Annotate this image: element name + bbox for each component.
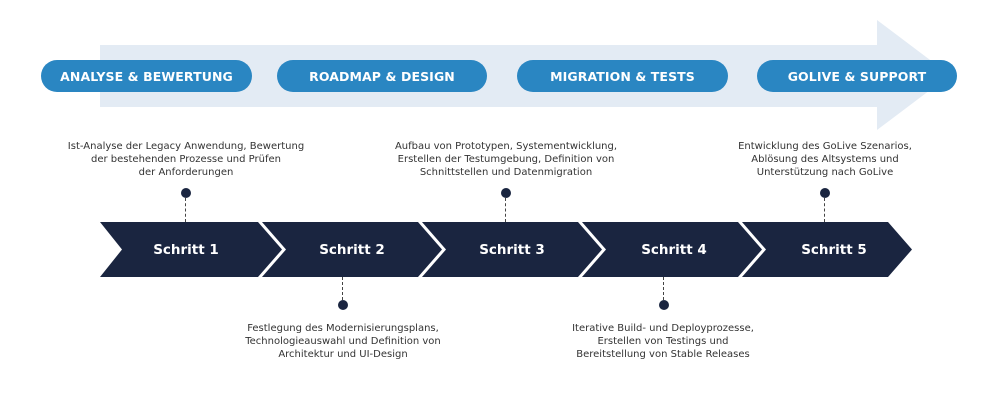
- step-label-2: Schritt 2: [319, 241, 385, 258]
- connector-line-step-1: [185, 198, 186, 222]
- chevron-step-4: [582, 222, 762, 277]
- step-1-description: Ist-Analyse der Legacy Anwendung, Bewert…: [67, 141, 305, 178]
- chevron-step-1: [100, 222, 282, 277]
- phase-pill-golive: GOLIVE & SUPPORT: [757, 60, 957, 92]
- step-2-description: Festlegung des Modernisierungsplans, Tec…: [245, 323, 441, 360]
- connector-dot-step-5: [820, 188, 830, 198]
- phase-pill-migration: MIGRATION & TESTS: [517, 60, 728, 92]
- phase-pill-analyse: ANALYSE & BEWERTUNG: [41, 60, 252, 92]
- chevron-step-2: [262, 222, 442, 277]
- connector-dot-step-4: [659, 300, 669, 310]
- connector-line-step-5: [824, 198, 825, 222]
- phase-pill-roadmap: ROADMAP & DESIGN: [277, 60, 487, 92]
- chevron-step-5: [742, 222, 912, 277]
- connector-dot-step-2: [338, 300, 348, 310]
- step-label-3: Schritt 3: [479, 241, 545, 258]
- step-5-description: Entwicklung des GoLive Szenarios, Ablösu…: [738, 141, 912, 178]
- step-4-description: Iterative Build- und Deployprozesse, Ers…: [572, 323, 754, 360]
- step-label-4: Schritt 4: [641, 241, 707, 258]
- connector-dot-step-3: [501, 188, 511, 198]
- connector-dot-step-1: [181, 188, 191, 198]
- step-label-1: Schritt 1: [153, 241, 219, 258]
- chevron-step-3: [422, 222, 602, 277]
- step-label-5: Schritt 5: [801, 241, 867, 258]
- connector-line-step-2: [342, 277, 343, 300]
- step-3-description: Aufbau von Prototypen, Systementwicklung…: [394, 141, 618, 178]
- connector-line-step-4: [663, 277, 664, 300]
- connector-line-step-3: [505, 198, 506, 222]
